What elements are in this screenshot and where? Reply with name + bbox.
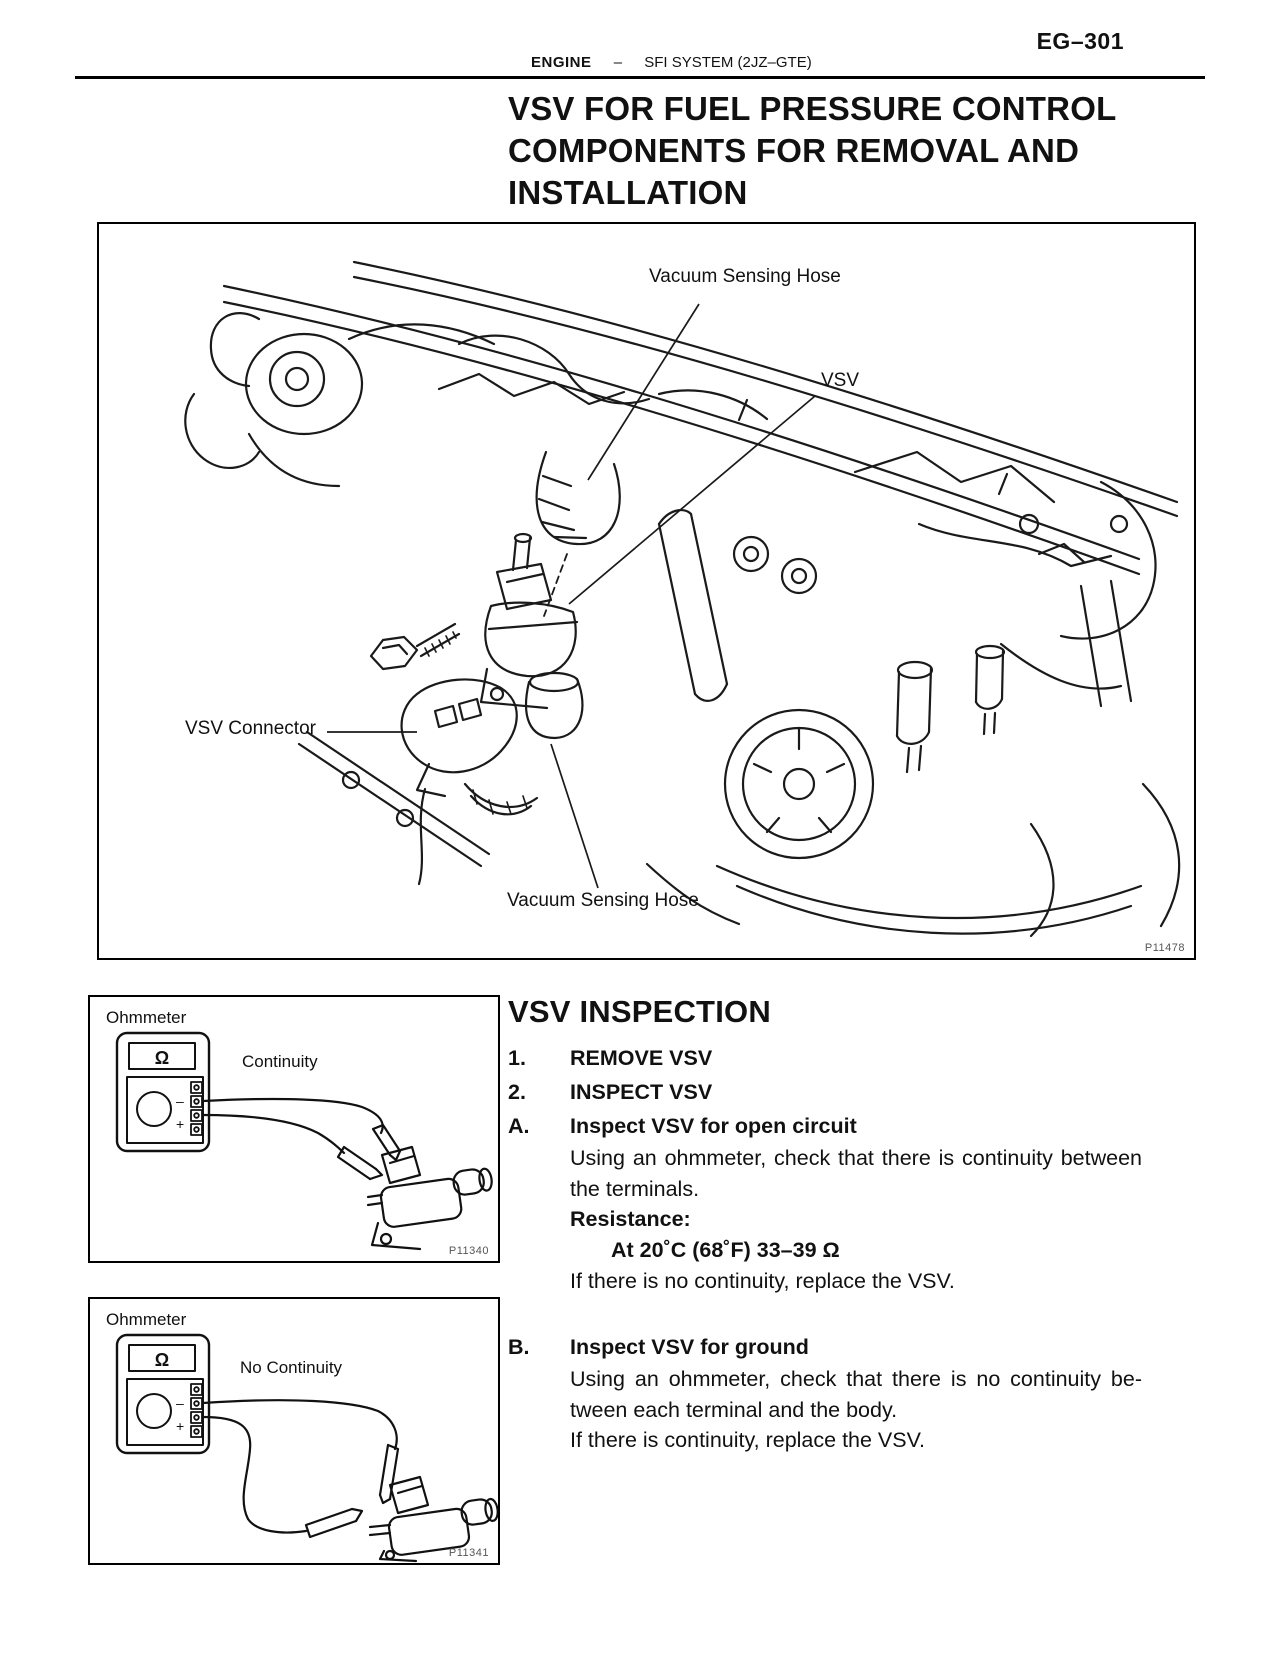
page-number: EG–301: [1036, 28, 1124, 54]
label-vsv-connector: VSV Connector: [185, 718, 316, 739]
continuity-annotation: Continuity: [242, 1052, 318, 1071]
header-section: ENGINE: [531, 54, 592, 71]
substep-b-body-line-2: tween each terminal and the body.: [570, 1397, 898, 1422]
continuity-test-figure: Ω – +: [88, 995, 500, 1263]
continuity-test-art: Ω – +: [106, 1008, 493, 1251]
engine-diagram-figure: Vacuum Sensing Hose VSV VSV Connector Va…: [97, 222, 1196, 960]
substep-a-body-line-2: the terminals.: [570, 1176, 700, 1201]
substep-a-note: If there is no continuity, replace the V…: [570, 1268, 955, 1293]
no-continuity-annotation: No Continuity: [240, 1358, 343, 1377]
test-leads: [201, 1399, 400, 1539]
figure-code-continuity: P11340: [448, 1245, 489, 1257]
minus-mark: –: [176, 1093, 184, 1109]
vsv-component: [368, 1475, 498, 1563]
substep-a-letter: A.: [508, 1114, 530, 1138]
inspection-section: VSV INSPECTION 1. REMOVE VSV 2. INSPECT …: [508, 993, 1153, 1456]
test-leads: [201, 1097, 402, 1181]
header-divider: [75, 76, 1205, 79]
header-separator: –: [613, 54, 623, 71]
ohmmeter-label: Ohmmeter: [106, 1008, 187, 1027]
running-header: ENGINE – SFI SYSTEM (2JZ–GTE): [531, 54, 812, 71]
minus-mark: –: [176, 1395, 184, 1411]
substep-a-body-line-1: Using an ohmmeter, check that there is c…: [570, 1146, 1142, 1170]
figure-code-ground: P11341: [448, 1547, 489, 1559]
resistance-value: At 20˚C (68˚F) 33–39 Ω: [611, 1237, 840, 1262]
substep-b-title-text: Inspect VSV for ground: [570, 1335, 809, 1359]
substep-a-body: Using an ohmmeter, check that there is c…: [570, 1143, 1142, 1204]
ohmmeter-label: Ohmmeter: [106, 1310, 187, 1329]
ohmmeter-device: [115, 1031, 211, 1153]
substep-b-body-line-1: Using an ohmmeter, check that there is n…: [570, 1367, 1142, 1391]
plus-mark: +: [176, 1116, 184, 1132]
page-title: VSV FOR FUEL PRESSURE CONTROL COMPONENTS…: [508, 88, 1116, 214]
substep-a-title-text: Inspect VSV for open circuit: [570, 1114, 857, 1138]
ohm-symbol: Ω: [155, 1048, 169, 1068]
substep-a-title: A. Inspect VSV for open circuit: [508, 1109, 1153, 1143]
leader-lines: [327, 303, 816, 889]
section-heading: VSV INSPECTION: [508, 994, 771, 1029]
substep-b-letter: B.: [508, 1335, 530, 1359]
substep-b-body: Using an ohmmeter, check that there is n…: [570, 1364, 1142, 1425]
title-line-2: COMPONENTS FOR REMOVAL AND: [508, 132, 1080, 169]
label-vacuum-sensing-hose-top: Vacuum Sensing Hose: [649, 266, 841, 287]
vsv-component: [366, 1145, 493, 1251]
label-vsv: VSV: [821, 370, 860, 391]
label-vacuum-sensing-hose-bottom: Vacuum Sensing Hose: [507, 890, 699, 911]
step-1-number: 1.: [508, 1046, 526, 1070]
title-line-1: VSV FOR FUEL PRESSURE CONTROL: [508, 90, 1117, 127]
step-1: 1. REMOVE VSV: [508, 1041, 1153, 1075]
substep-b-title: B. Inspect VSV for ground: [508, 1330, 1153, 1364]
engine-art: [184, 260, 1181, 938]
resistance-label: Resistance:: [570, 1207, 691, 1231]
ohmmeter-device: [115, 1333, 211, 1455]
step-2-number: 2.: [508, 1080, 526, 1104]
step-1-text: REMOVE VSV: [570, 1046, 713, 1070]
step-2: 2. INSPECT VSV: [508, 1075, 1153, 1109]
plus-mark: +: [176, 1418, 184, 1434]
header-subsection: SFI SYSTEM (2JZ–GTE): [644, 54, 812, 71]
step-2-text: INSPECT VSV: [570, 1080, 713, 1104]
ground-test-art: Ω – +: [106, 1310, 498, 1563]
substep-b-note: If there is continuity, replace the VSV.: [570, 1428, 925, 1452]
title-line-3: INSTALLATION: [508, 174, 748, 211]
ohm-symbol: Ω: [155, 1350, 169, 1370]
figure-code-main: P11478: [1144, 942, 1185, 954]
engine-line-art: [184, 260, 1181, 938]
ground-test-figure: Ω – +: [88, 1297, 500, 1565]
